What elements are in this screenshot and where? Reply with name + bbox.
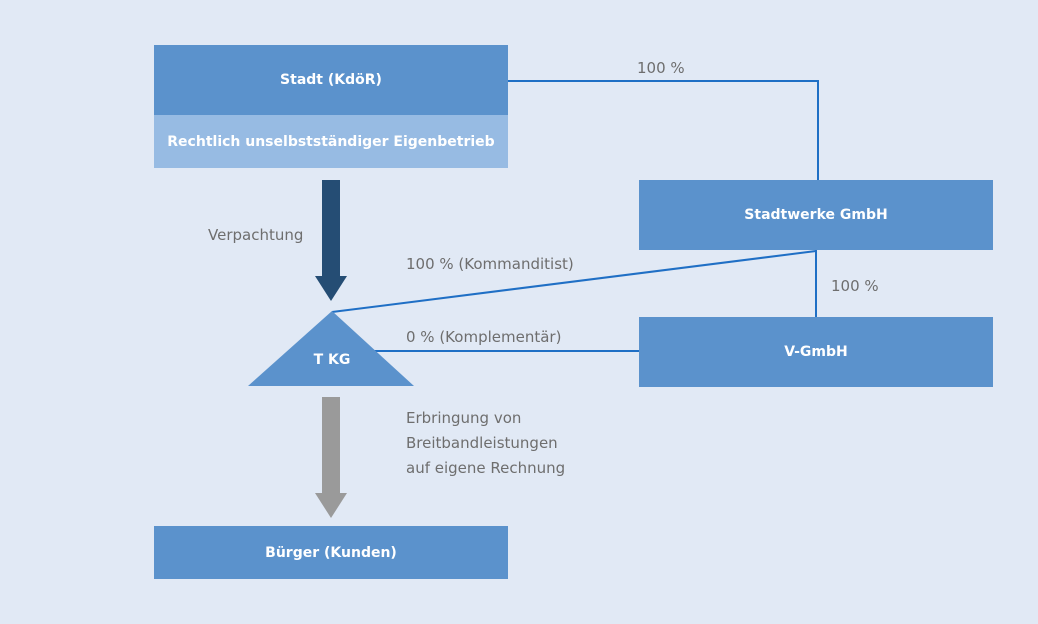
edge-label-erbringung: Erbringung von Breitbandleistungen auf e…: [406, 406, 565, 481]
edge-label-verpachtung: Verpachtung: [208, 226, 304, 244]
edge-label-stadt-stadtwerke: 100 %: [637, 59, 685, 77]
erbringung-arrow-head: [315, 493, 347, 518]
node-eigenbetrieb: Rechtlich unselbstständiger Eigenbetrieb: [154, 115, 508, 168]
edge-label-stadtwerke-vgmbh: 100 %: [831, 277, 879, 295]
erbringung-arrow-shaft: [322, 397, 340, 493]
erbringung-line-2: Breitbandleistungen: [406, 434, 558, 452]
verpachtung-arrow-head: [315, 276, 347, 301]
node-stadt: Stadt (KdöR): [154, 45, 508, 115]
erbringung-line-1: Erbringung von: [406, 409, 522, 427]
node-tkg-label: T KG: [313, 352, 351, 368]
tkg-triangle: [248, 311, 414, 386]
erbringung-line-3: auf eigene Rechnung: [406, 459, 566, 477]
node-stadtwerke: Stadtwerke GmbH: [639, 180, 993, 250]
connector-stadt-stadtwerke: [508, 80, 819, 181]
node-stadtwerke-label: Stadtwerke GmbH: [744, 207, 888, 223]
connector-stadtwerke-tkg: [331, 250, 817, 313]
node-vgmbh-label: V-GmbH: [784, 344, 848, 360]
node-buerger-label: Bürger (Kunden): [265, 544, 397, 561]
node-eigenbetrieb-label: Rechtlich unselbstständiger Eigenbetrieb: [167, 133, 495, 150]
node-vgmbh: V-GmbH: [639, 317, 993, 387]
node-stadt-label: Stadt (KdöR): [280, 72, 382, 88]
edge-label-vgmbh-tkg: 0 % (Komplementär): [406, 328, 562, 346]
edge-label-stadtwerke-tkg: 100 % (Kommanditist): [406, 255, 574, 273]
node-buerger: Bürger (Kunden): [154, 526, 508, 579]
verpachtung-arrow-shaft: [322, 180, 340, 276]
